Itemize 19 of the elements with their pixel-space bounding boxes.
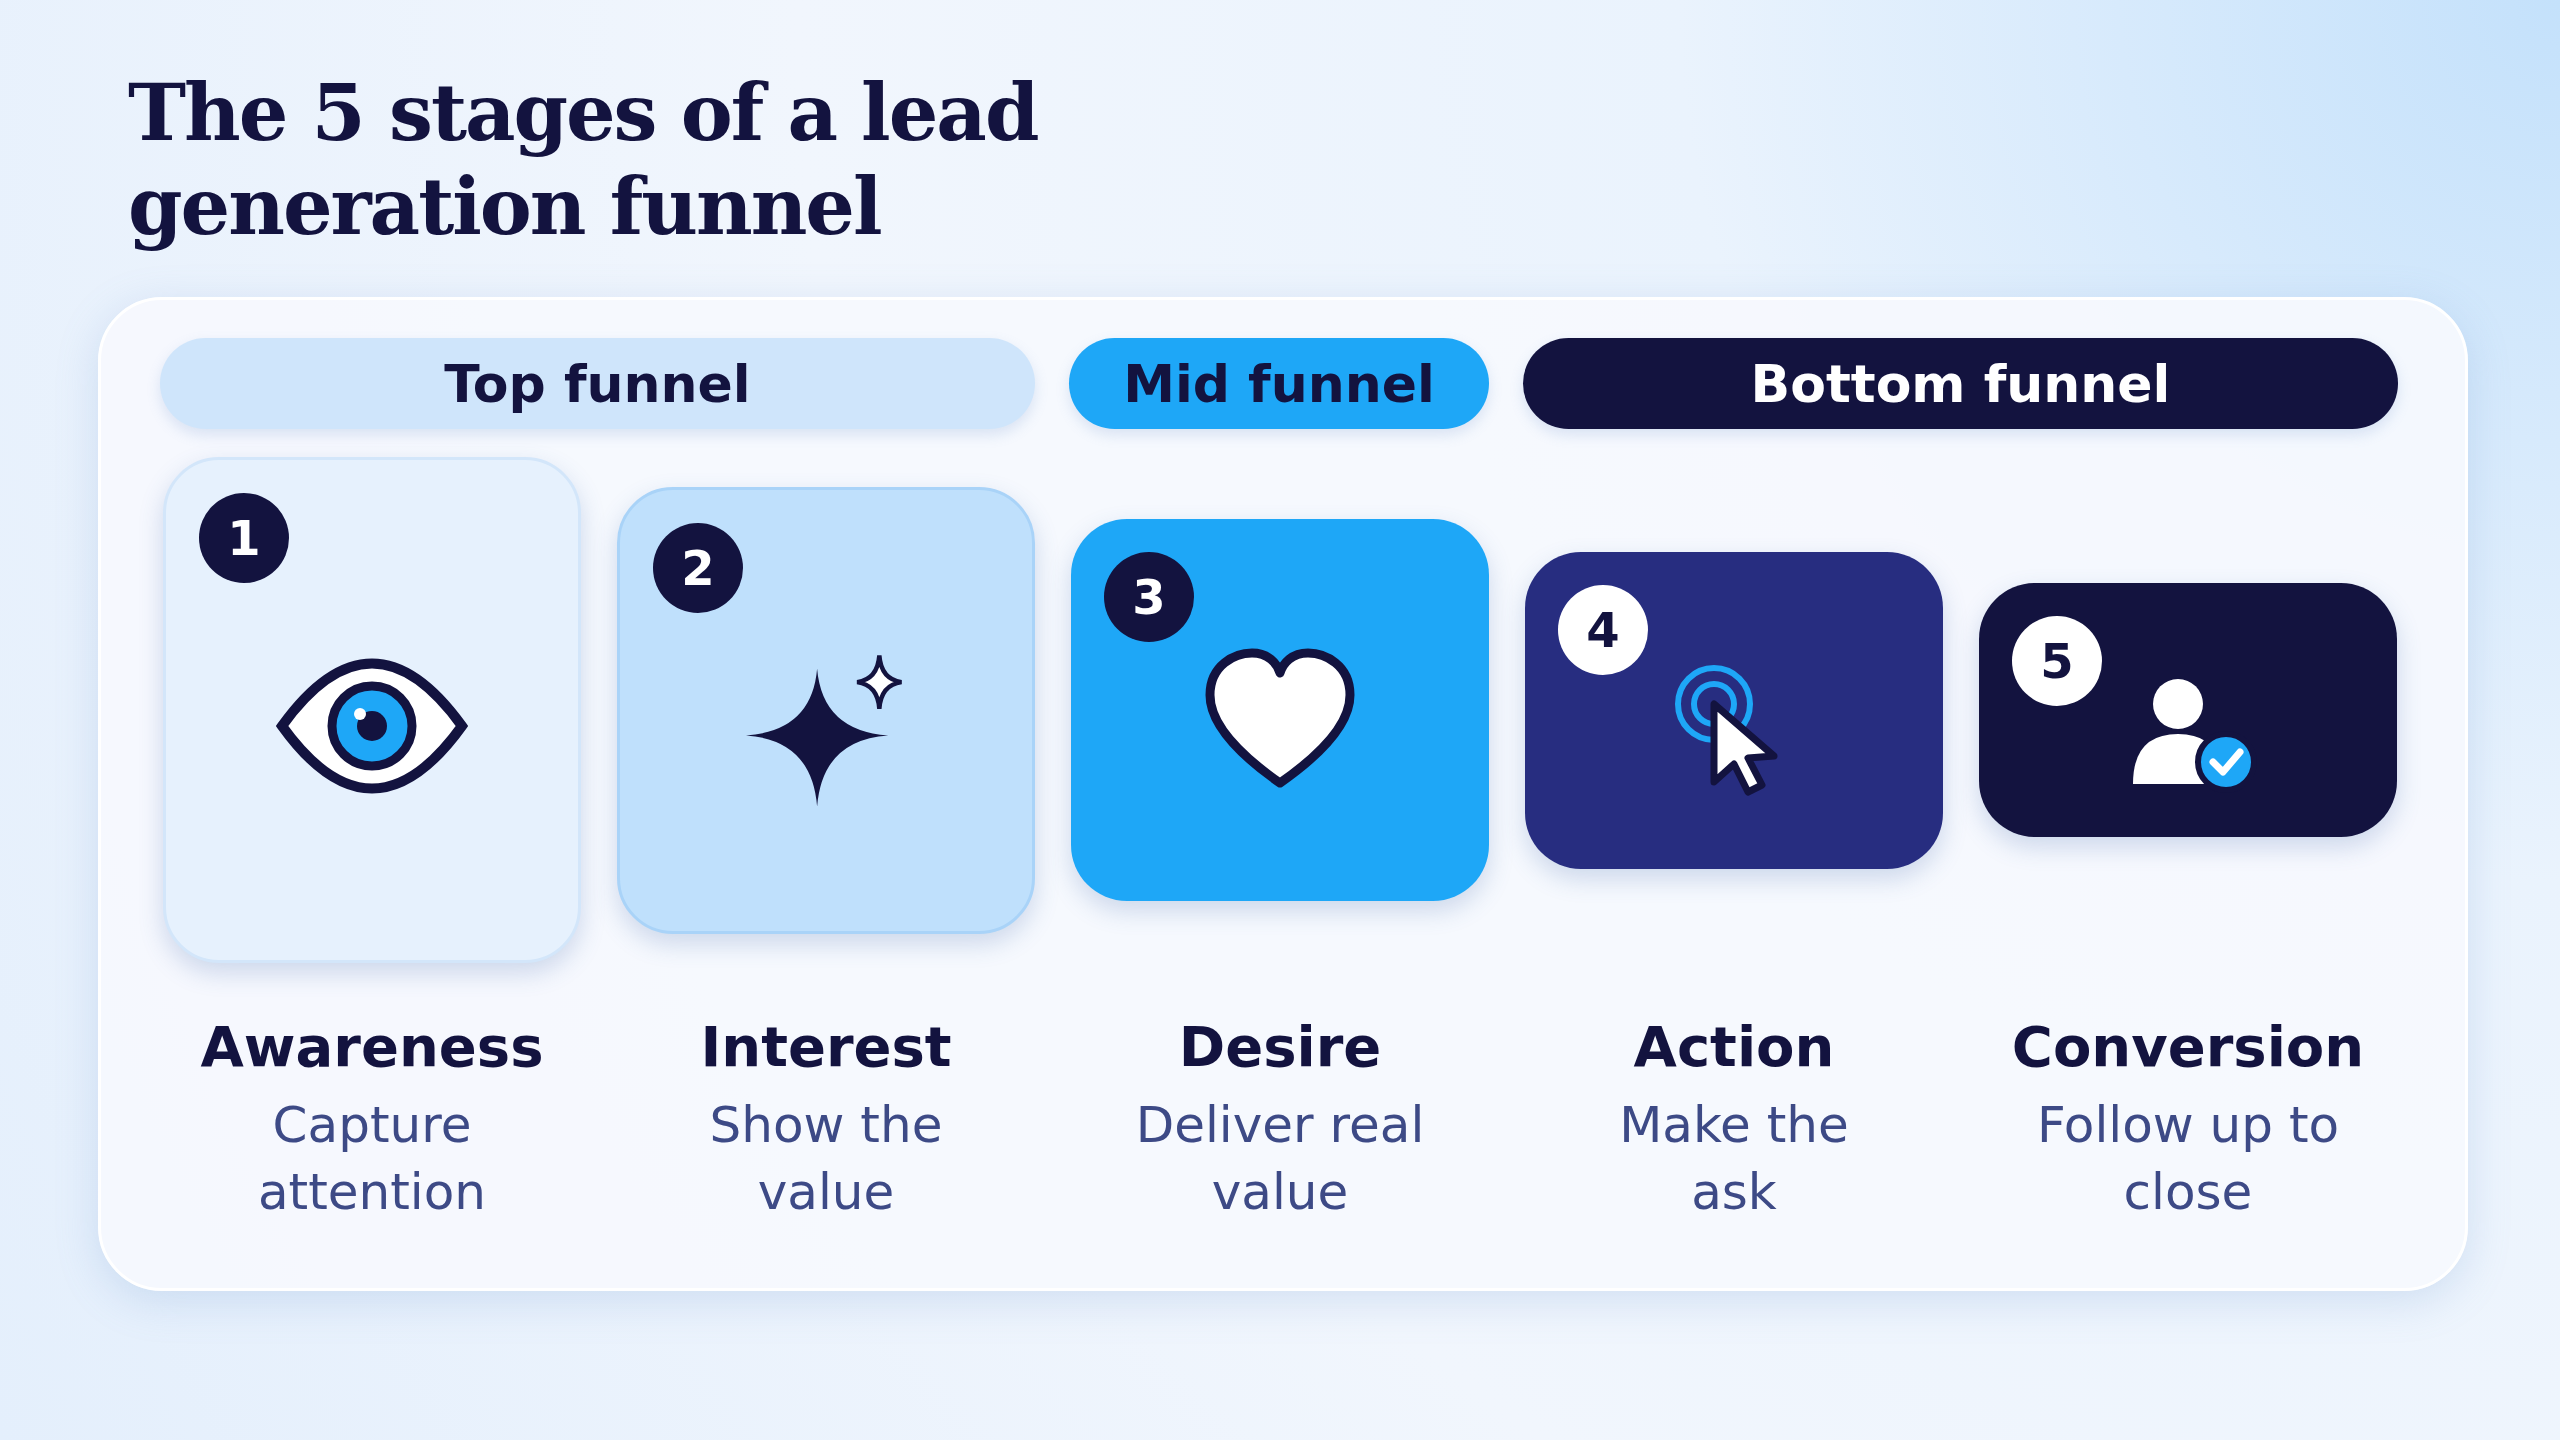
- stage-name: Desire: [1177, 1013, 1383, 1081]
- step-number-badge: 5: [2012, 616, 2102, 706]
- stage-description: Make the ask: [1618, 1095, 1850, 1223]
- stage-description: Follow up to close: [2035, 1095, 2341, 1223]
- stage-name: Awareness: [199, 1013, 545, 1081]
- stage-description: Deliver real value: [1134, 1095, 1426, 1223]
- stage-band: Mid funnel: [1069, 338, 1489, 429]
- title: The 5 stages of a lead generation funnel: [128, 66, 1039, 254]
- stage-name: Interest: [699, 1013, 953, 1081]
- stage-band: Top funnel: [160, 338, 1035, 429]
- step-number-badge: 3: [1104, 552, 1194, 642]
- stage-description: Show the value: [708, 1095, 944, 1223]
- step-number-badge: 1: [199, 493, 289, 583]
- stage-band: Bottom funnel: [1523, 338, 2398, 429]
- stage-description: Capture attention: [256, 1095, 488, 1223]
- stage-name: Conversion: [2010, 1013, 2366, 1081]
- stage-name: Action: [1632, 1013, 1836, 1081]
- step-number-badge: 4: [1558, 585, 1648, 675]
- step-number-badge: 2: [653, 523, 743, 613]
